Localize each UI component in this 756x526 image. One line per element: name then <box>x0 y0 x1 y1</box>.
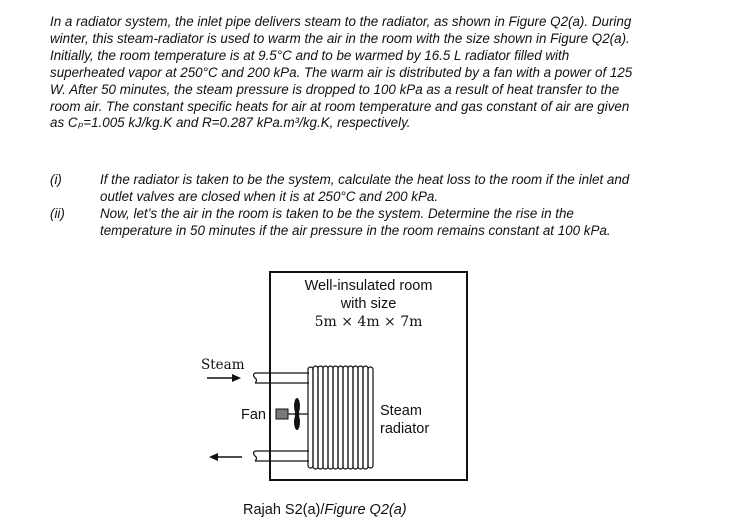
question-text: If the radiator is taken to be the syste… <box>100 172 630 204</box>
radiator-label-line1: Steam <box>380 403 422 419</box>
room-size-label: 5m × 4m × 7m <box>314 314 423 331</box>
room-label-line1: Well-insulated room <box>304 278 433 294</box>
question-label: (i) <box>50 172 62 187</box>
room-description: Well-insulated room with size 5m × 4m × … <box>276 277 461 332</box>
fan-label: Fan <box>241 407 266 423</box>
fan-icon <box>294 398 300 430</box>
caption-english: Figure Q2(a) <box>324 502 407 518</box>
radiator-label: Steam radiator <box>380 402 429 438</box>
radiator-label-line2: radiator <box>380 421 430 437</box>
inlet-valve-icon <box>252 372 258 384</box>
inlet-arrow <box>207 374 241 382</box>
caption-malay: Rajah S2(a)/ <box>243 502 325 518</box>
fan-motor <box>275 408 289 420</box>
figure-caption: Rajah S2(a)/Figure Q2(a) <box>243 502 407 518</box>
outlet-valve-icon <box>252 450 258 462</box>
question-label: (ii) <box>50 206 65 221</box>
question-text: Now, let’s the air in the room is taken … <box>100 206 611 238</box>
outlet-arrow <box>209 453 242 461</box>
problem-statement: In a radiator system, the inlet pipe del… <box>50 14 633 131</box>
room-label-line2: with size <box>340 296 397 313</box>
steam-inlet-label: Steam <box>201 357 245 373</box>
room-boundary <box>269 271 468 481</box>
radiator-fins <box>307 365 374 470</box>
